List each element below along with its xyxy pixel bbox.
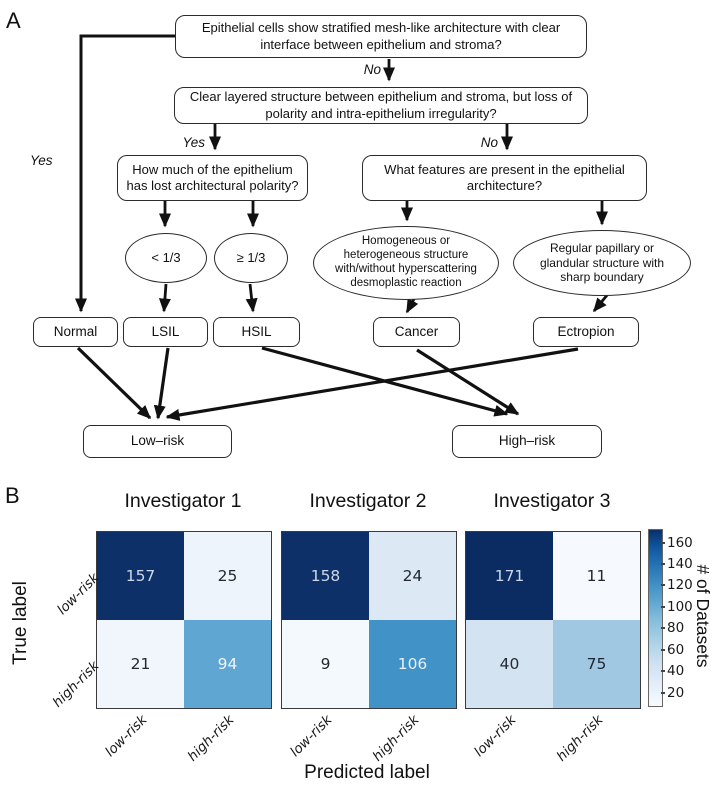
flow-node-cancer-criteria: Homogeneous or heterogeneous structure w… [313, 226, 499, 300]
xtick-m3-low-risk: low-risk [471, 712, 520, 761]
flow-node-ectropion: Ectropion [533, 317, 639, 347]
cm1-cell-tr: 25 [184, 532, 271, 620]
cm3-cell-tl: 171 [466, 532, 553, 620]
cm2-cell-bl: 9 [282, 620, 369, 708]
cm2-title: Investigator 2 [309, 490, 427, 512]
flow-node-normal: Normal [33, 317, 118, 347]
colorbar-tick-40: 40 [661, 663, 703, 679]
confusion-matrix-2: 158 24 9 106 [281, 531, 457, 709]
panel-a-label: A [6, 8, 21, 33]
flow-node-q4: What features are present in the epithel… [362, 155, 647, 201]
edge-normal-lowrisk [76, 346, 152, 420]
xtick-m1-high-risk: high-risk [184, 712, 238, 765]
flow-node-cancer: Cancer [373, 317, 460, 347]
colorbar-tick-80: 80 [661, 620, 703, 636]
flow-node-hsil: HSIL [213, 317, 300, 347]
xtick-m3-high-risk: high-risk [553, 712, 607, 765]
flow-node-ectropion-criteria: Regular papillary or glandular structure… [513, 230, 691, 296]
colorbar-tick-100: 100 [661, 599, 703, 615]
ytick-low-risk: low-risk [54, 570, 103, 619]
edge-label-no-mid: No [480, 135, 498, 150]
cm1-cell-tl: 157 [97, 532, 184, 620]
flow-node-ge-third: ≥ 1/3 [214, 233, 288, 283]
cm3-title: Investigator 3 [493, 490, 611, 512]
edge-lt-lsil [158, 283, 171, 313]
cm1-cell-bl: 21 [97, 620, 184, 708]
flowchart-arrows [75, 34, 610, 421]
edge-q1-normal [75, 34, 175, 313]
edge-cancer-highrisk [416, 348, 520, 416]
cm2-cell-tl: 158 [282, 532, 369, 620]
edge-ectcrit-ectropion [592, 293, 610, 313]
colorbar-tick-20: 20 [661, 685, 703, 701]
colorbar-label: # of Datasets [693, 564, 713, 668]
edge-cancercrit-cancer [405, 298, 419, 314]
edge-ge-hsil [245, 283, 258, 313]
colorbar-tick-60: 60 [661, 642, 703, 658]
flow-node-low-risk: Low–risk [83, 425, 232, 458]
y-axis-label: True label [10, 581, 31, 665]
panel-b-label: B [5, 483, 20, 508]
cm1-cell-br: 94 [184, 620, 271, 708]
colorbar-tick-120: 120 [661, 577, 703, 593]
edge-label-yes-mid: Yes [182, 135, 205, 150]
flow-node-q3: How much of the epithelium has lost arch… [117, 155, 308, 201]
flow-node-lt-third: < 1/3 [125, 233, 207, 283]
confusion-matrix-1: 157 25 21 94 [96, 531, 272, 709]
edge-hsil-highrisk [261, 346, 509, 417]
cm3-cell-bl: 40 [466, 620, 553, 708]
flow-node-q2: Clear layered structure between epitheli… [174, 87, 588, 124]
colorbar-tick-140: 140 [661, 556, 703, 572]
edge-lsil-lowrisk [153, 347, 170, 420]
flow-node-lsil: LSIL [123, 317, 208, 347]
edge-label-no-top: No [363, 62, 381, 77]
cm3-cell-tr: 11 [553, 532, 640, 620]
xtick-m1-low-risk: low-risk [102, 712, 151, 761]
flow-node-q1: Epithelial cells show stratified mesh-li… [175, 15, 587, 58]
edge-ectropion-lowrisk [165, 347, 579, 421]
flow-node-high-risk: High–risk [452, 425, 602, 458]
cm2-cell-tr: 24 [369, 532, 456, 620]
x-axis-label: Predicted label [304, 762, 430, 783]
confusion-matrix-3: 171 11 40 75 [465, 531, 641, 709]
colorbar-tick-160: 160 [661, 535, 703, 551]
cm3-cell-br: 75 [553, 620, 640, 708]
ytick-high-risk: high-risk [49, 658, 103, 711]
colorbar [648, 529, 663, 707]
cm2-cell-br: 106 [369, 620, 456, 708]
cm1-title: Investigator 1 [124, 490, 242, 512]
edge-label-yes-left: Yes [30, 153, 53, 168]
